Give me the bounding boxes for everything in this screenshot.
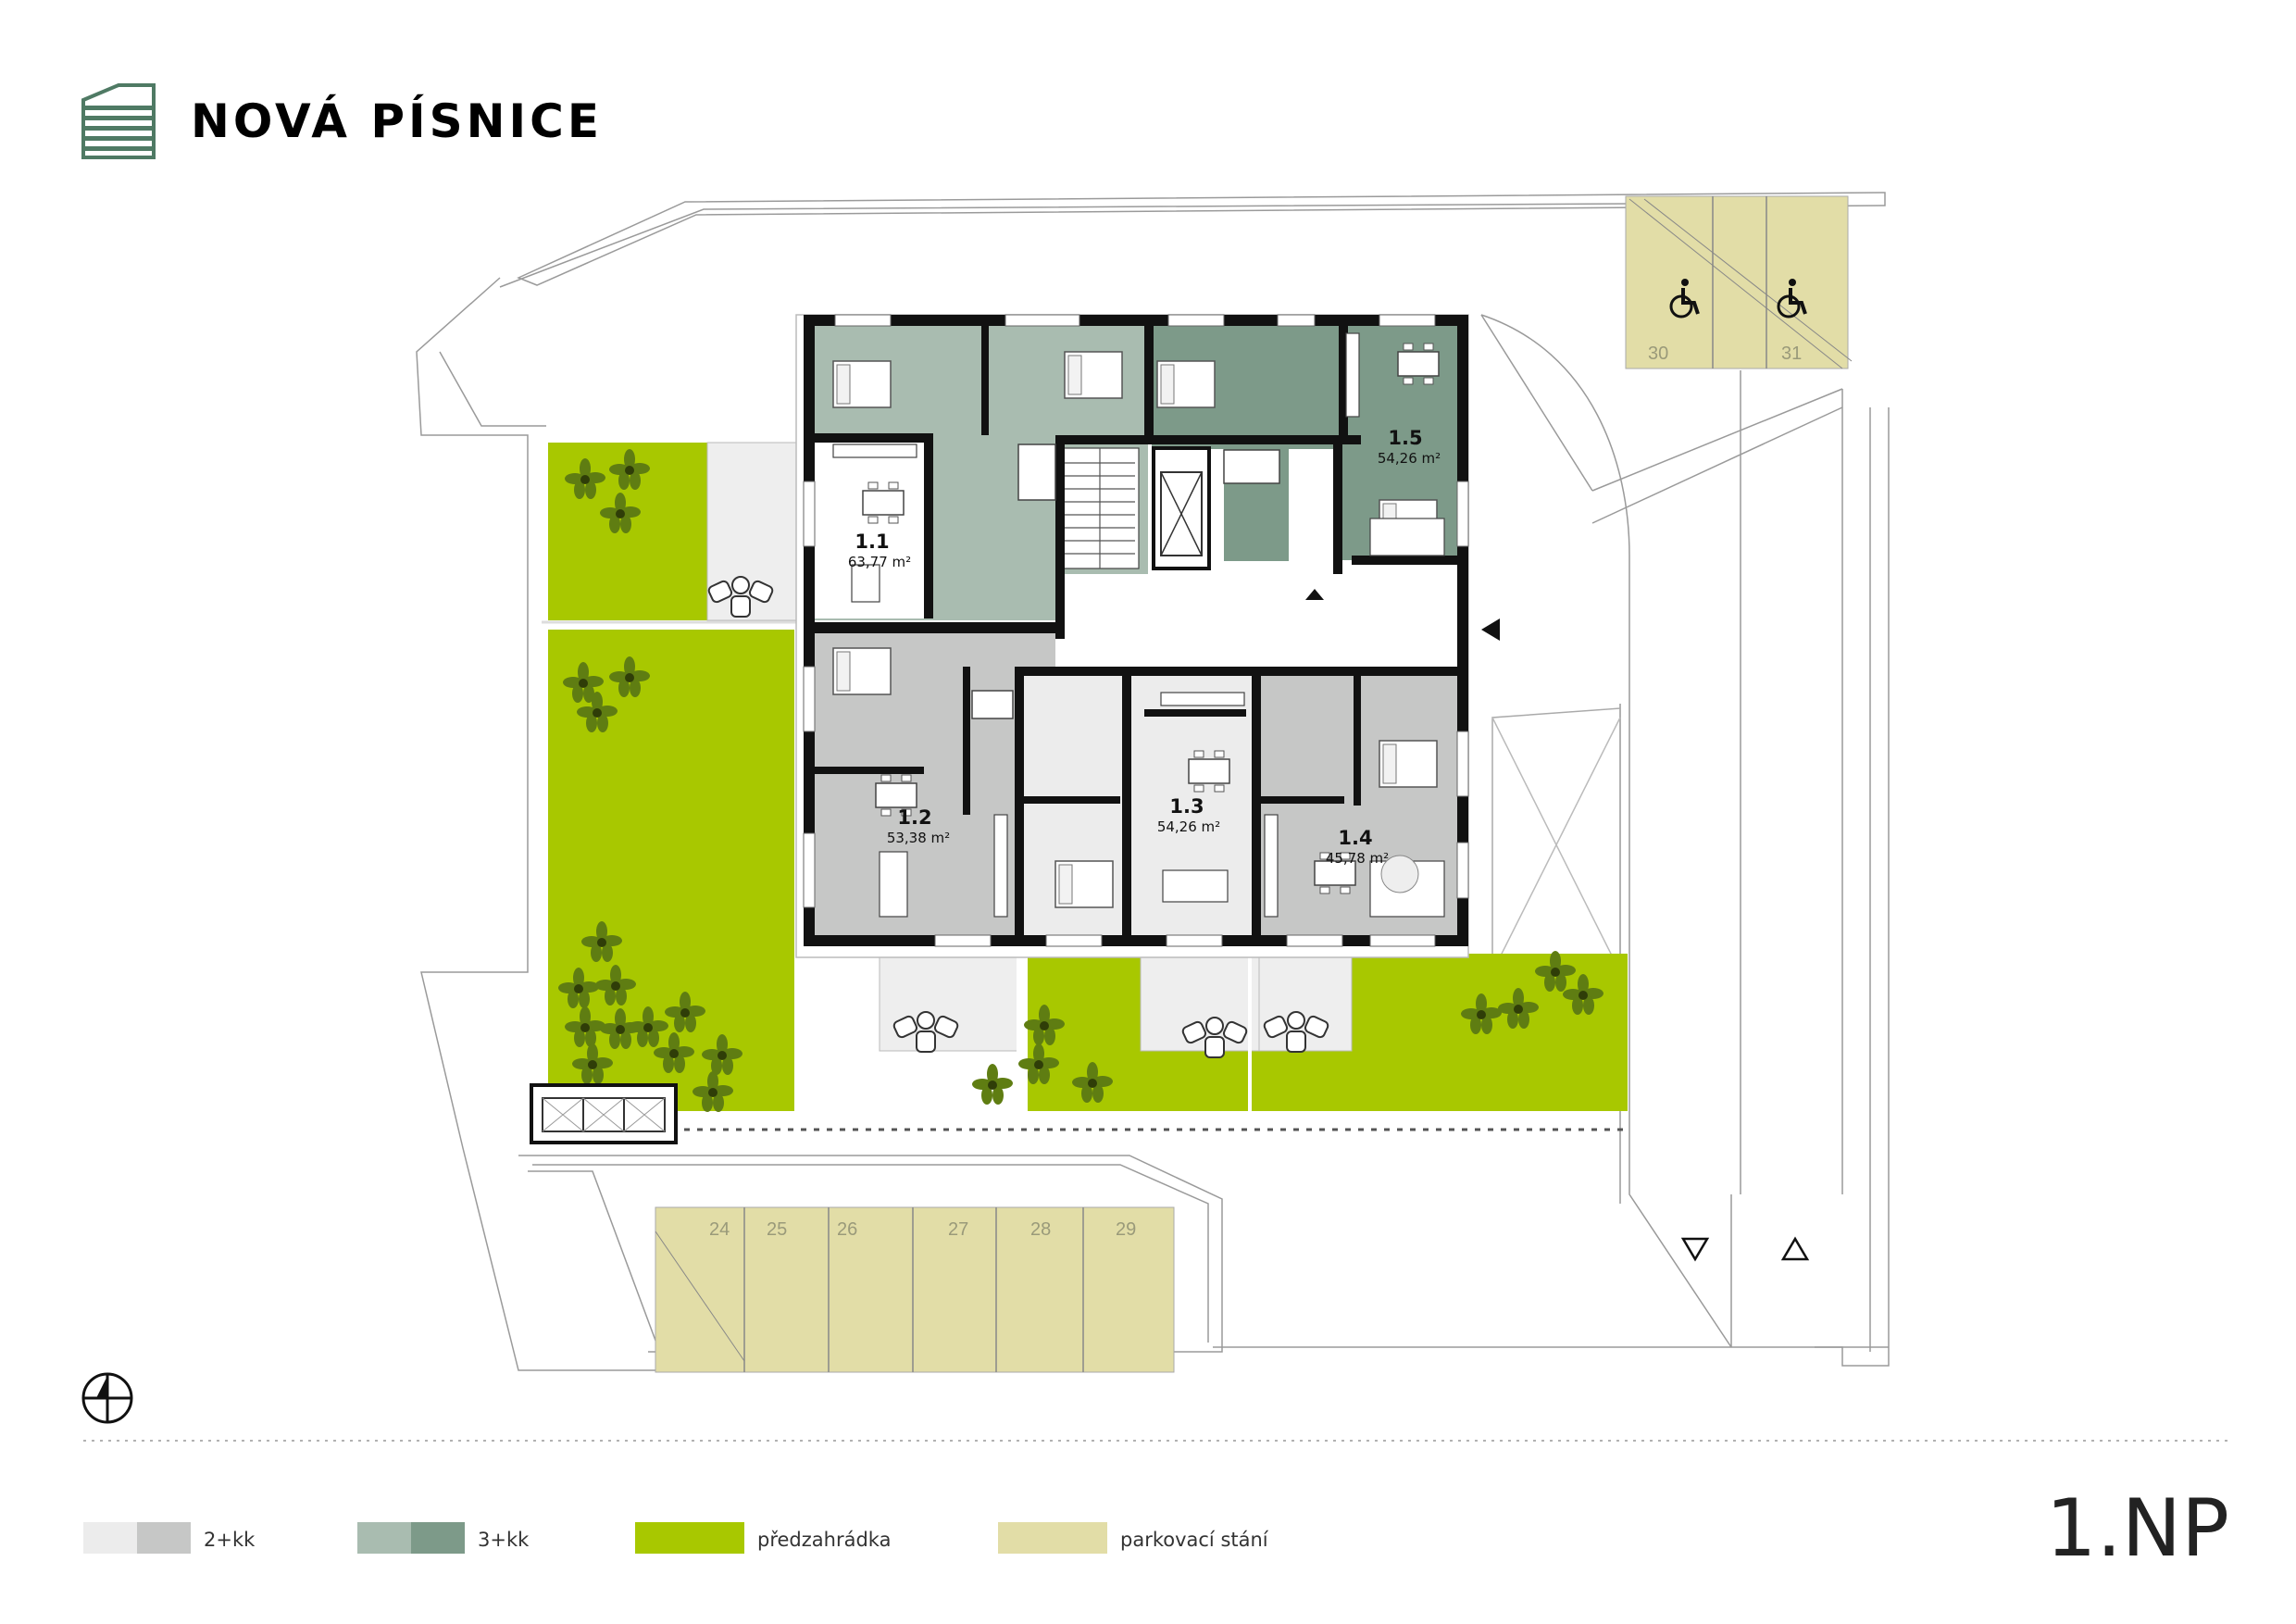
- bin-shelter: [530, 1083, 678, 1144]
- legend-swatch: [83, 1522, 137, 1554]
- arrow-down-icon: [1680, 1237, 1710, 1262]
- legend-label: parkovací stání: [1120, 1529, 1269, 1551]
- walls: [804, 315, 1468, 946]
- parking-top: 30 31: [1625, 195, 1853, 369]
- legend-item-parking: parkovací stání: [998, 1522, 1269, 1554]
- gardens: [530, 442, 1628, 1144]
- legend-item-garden: předzahrádka: [635, 1522, 891, 1554]
- legend-item-2kk: 2+kk: [83, 1522, 256, 1554]
- rug: [1380, 855, 1419, 893]
- legend-label: 2+kk: [204, 1529, 256, 1551]
- parking-number: 26: [837, 1219, 857, 1240]
- direction-markers: [1680, 1236, 1810, 1262]
- parking-number: 29: [1116, 1219, 1136, 1240]
- legend: 2+kk 3+kk předzahrádka parkovací stání: [83, 1522, 1269, 1554]
- kitchen-counter: [1264, 814, 1279, 918]
- logo: [81, 83, 156, 159]
- parking-number: 28: [1030, 1219, 1051, 1240]
- staircase: [1060, 447, 1140, 569]
- north-arrow-icon: [81, 1372, 133, 1424]
- sofa: [1162, 869, 1229, 903]
- elevator: [1152, 446, 1211, 570]
- unit-label-1-5: 1.5 54,26 m²: [1378, 427, 1441, 467]
- building: 1.1 63,77 m² 1.2 53,38 m² 1.3 54,26 m² 1…: [795, 314, 1500, 958]
- bath: [1017, 443, 1056, 501]
- unit-id: 1.4: [1338, 827, 1372, 849]
- kitchen-counter: [1345, 332, 1360, 418]
- unit-id: 1.2: [897, 806, 931, 829]
- page-title: NOVÁ PÍSNICE: [191, 94, 603, 148]
- unit-label-1-1: 1.1 63,77 m²: [848, 531, 911, 570]
- unit-label-1-4: 1.4 45,78 m²: [1326, 827, 1389, 867]
- legend-swatch: [635, 1522, 744, 1554]
- unit-area: 53,38 m²: [887, 830, 950, 846]
- parking-number: 27: [948, 1219, 968, 1240]
- kitchen-counter: [1160, 692, 1245, 706]
- unit-id: 1.5: [1388, 427, 1422, 449]
- kitchen-counter: [993, 814, 1008, 918]
- legend-swatch: [998, 1522, 1107, 1554]
- sofa: [879, 851, 908, 918]
- unit-label-1-2: 1.2 53,38 m²: [887, 806, 950, 846]
- parking-number: 25: [767, 1219, 787, 1240]
- floor-label: 1.NP: [2046, 1482, 2229, 1575]
- unit-id: 1.1: [855, 531, 889, 553]
- bath: [971, 690, 1014, 719]
- legend-swatch: [357, 1522, 411, 1554]
- building-stripes-icon: [81, 83, 156, 159]
- site-outline: [416, 192, 1890, 1371]
- unit-area: 54,26 m²: [1378, 450, 1441, 467]
- sofa: [851, 564, 880, 603]
- windows: [803, 314, 1469, 947]
- unit-area: 63,77 m²: [848, 554, 911, 570]
- sofa: [1369, 518, 1445, 556]
- unit-id: 1.3: [1169, 795, 1204, 818]
- parking-number: 30: [1648, 344, 1668, 364]
- furniture: [832, 332, 1445, 918]
- unit-area: 54,26 m²: [1157, 818, 1220, 835]
- entrance-arrow-icon: [1481, 618, 1500, 641]
- parking-number: 24: [709, 1219, 730, 1240]
- legend-swatch: [411, 1522, 465, 1554]
- parking-number: 31: [1781, 344, 1802, 364]
- legend-item-3kk: 3+kk: [357, 1522, 530, 1554]
- bath: [1223, 449, 1280, 484]
- unit-label-1-3: 1.3 54,26 m²: [1157, 795, 1220, 835]
- unit-area: 45,78 m²: [1326, 850, 1389, 867]
- legend-label: předzahrádka: [757, 1529, 891, 1551]
- legend-label: 3+kk: [478, 1529, 530, 1551]
- legend-swatch: [137, 1522, 191, 1554]
- parking-bottom: 24 25 26 27 28 29: [655, 1206, 1175, 1373]
- door-marker-icon: [1305, 589, 1324, 600]
- wheelchair-icon: [1777, 279, 1807, 319]
- wheelchair-icon: [1669, 279, 1700, 319]
- kitchen-counter: [832, 443, 917, 458]
- arrow-up-icon: [1780, 1236, 1810, 1261]
